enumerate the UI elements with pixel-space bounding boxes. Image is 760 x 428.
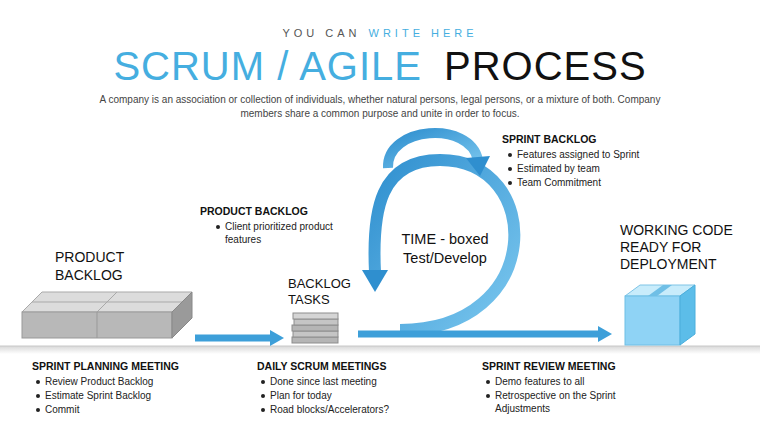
block-seam	[97, 312, 98, 338]
bullet-item: Plan for today	[259, 389, 332, 402]
arrowhead	[270, 330, 284, 346]
sprint-loop	[362, 133, 514, 330]
bullet-item: Review Product Backlog	[34, 375, 153, 388]
timebox-loop: TIME - boxed Test/Develop	[393, 230, 497, 272]
title-row: SCRUM / AGILE PROCESS	[0, 44, 760, 89]
loop-arrow	[374, 160, 514, 330]
bullet-item: Demo features to all	[484, 375, 585, 388]
box-side	[680, 285, 695, 345]
title-word: PROCESS	[444, 44, 647, 89]
node-text: WORKING CODE READY FOR DEPLOYMENT	[620, 222, 745, 273]
sprint-arrow	[388, 133, 478, 168]
title: SCRUM / AGILE	[113, 44, 422, 89]
block-side	[172, 292, 192, 338]
flow-arrow	[358, 331, 600, 338]
sprint-arrowhead	[466, 156, 490, 176]
bullet-item: Commit	[34, 403, 79, 416]
ground-shadow	[0, 346, 760, 354]
bullet-item: Road blocks/Accelerators?	[259, 403, 389, 416]
bullet-item: Done since last meeting	[259, 375, 377, 388]
bullet-item: Features assigned to Sprint	[506, 148, 639, 161]
block-front	[22, 312, 172, 338]
task-sheet	[293, 313, 338, 319]
section-heading: SPRINT PLANNING MEETING	[32, 360, 179, 373]
node-text: TIME - boxed Test/Develop	[393, 230, 497, 268]
bullet-item: Retrospective on the Sprint Adjustments	[484, 389, 670, 415]
caption: A company is an association or collectio…	[85, 93, 675, 121]
task-sheet	[292, 325, 338, 331]
box-front	[625, 296, 680, 345]
arrowhead	[598, 326, 612, 342]
bullet-item: Client prioritized product features	[214, 220, 370, 246]
block-seam	[32, 302, 182, 303]
box-tape	[648, 285, 672, 296]
bullet-item: Team Commitment	[506, 176, 601, 189]
block-top	[22, 292, 192, 312]
product-backlog: PRODUCT BACKLOG	[20, 248, 195, 346]
backlog-tasks: BACKLOG TASKS	[284, 276, 358, 347]
header-text: WRITE HERE	[369, 27, 478, 39]
product-backlog-blocks	[22, 292, 192, 338]
node-text: PRODUCT BACKLOG	[55, 248, 150, 284]
bullet-item: Estimated by team	[506, 162, 600, 175]
working-code: WORKING CODE READY FOR DEPLOYMENT	[612, 222, 750, 346]
header-text: YOU CAN	[282, 27, 360, 39]
task-sheet	[292, 337, 338, 343]
node-text: BACKLOG TASKS	[288, 276, 358, 308]
deploy-box	[625, 285, 695, 345]
section-heading: SPRINT BACKLOG	[502, 133, 597, 146]
task-sheet	[293, 331, 338, 337]
task-stack	[292, 313, 338, 343]
header-row: YOU CAN WRITE HERE	[0, 27, 760, 39]
section-heading: SPRINT REVIEW MEETING	[482, 360, 616, 373]
loop-arrowhead	[362, 270, 388, 292]
bullet-item: Estimate Sprint Backlog	[34, 389, 151, 402]
ground-line	[0, 346, 760, 347]
task-sheet	[294, 319, 338, 325]
section-heading: DAILY SCRUM MEETINGS	[257, 360, 387, 373]
flow-arrow	[195, 335, 272, 342]
section-heading: PRODUCT BACKLOG	[200, 205, 308, 218]
